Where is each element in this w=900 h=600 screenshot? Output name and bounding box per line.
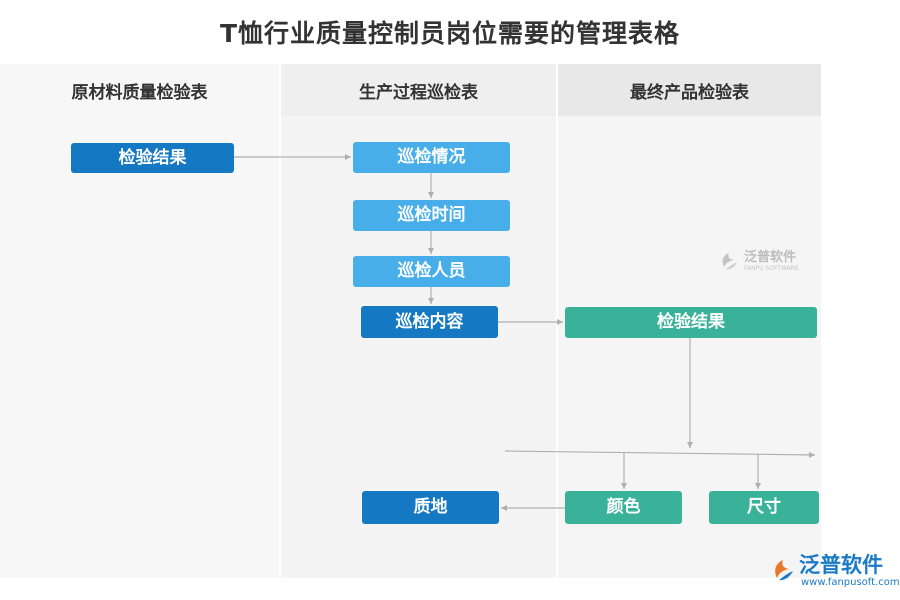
lane-header-final-product: 最终产品检验表 bbox=[558, 64, 821, 116]
node-patrol-staff: 巡检人员 bbox=[353, 256, 510, 287]
node-final-inspection-result: 检验结果 bbox=[565, 307, 817, 338]
watermark-brand-large: 泛普软件 bbox=[799, 553, 883, 577]
lane-header-production-patrol: 生产过程巡检表 bbox=[281, 64, 556, 116]
node-quality: 质地 bbox=[362, 491, 499, 524]
branch-line bbox=[504, 450, 816, 458]
node-patrol-situation: 巡检情况 bbox=[353, 142, 510, 173]
lane-header-raw-material: 原材料质量检验表 bbox=[0, 64, 279, 116]
brand-logo-icon bbox=[775, 560, 793, 581]
watermark-url: www.fanpusoft.com bbox=[801, 577, 900, 588]
node-color: 颜色 bbox=[565, 491, 682, 524]
watermark-small: 泛普软件 FANPU SOFTWARE bbox=[718, 251, 799, 273]
watermark-large: 泛普软件 www.fanpusoft.com bbox=[770, 553, 900, 589]
watermark-sub-small: FANPU SOFTWARE bbox=[744, 265, 799, 272]
page-title: T恤行业质量控制员岗位需要的管理表格 bbox=[219, 19, 681, 48]
node-patrol-content: 巡检内容 bbox=[361, 306, 498, 338]
node-raw-inspection-result: 检验结果 bbox=[71, 143, 234, 173]
brand-logo-icon bbox=[722, 253, 737, 270]
node-size: 尺寸 bbox=[709, 491, 819, 524]
watermark-brand-small: 泛普软件 bbox=[744, 250, 797, 265]
node-patrol-time: 巡检时间 bbox=[353, 200, 510, 231]
